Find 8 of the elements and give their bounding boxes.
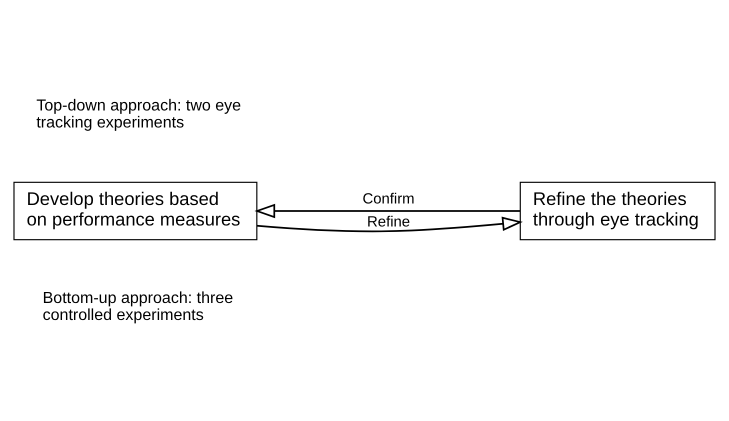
edge-label: Refine <box>367 214 410 230</box>
arrow <box>254 203 520 218</box>
node-box: Develop theories based on performance measures <box>13 181 258 240</box>
node-box: Refine the theories through eye tracking <box>520 181 716 240</box>
edge-label: Confirm <box>362 190 415 207</box>
label: Top-down approach: two eye tracking experiments <box>36 96 242 132</box>
arrow <box>256 216 523 232</box>
label: Bottom-up approach: three controlled experiments <box>42 288 234 324</box>
